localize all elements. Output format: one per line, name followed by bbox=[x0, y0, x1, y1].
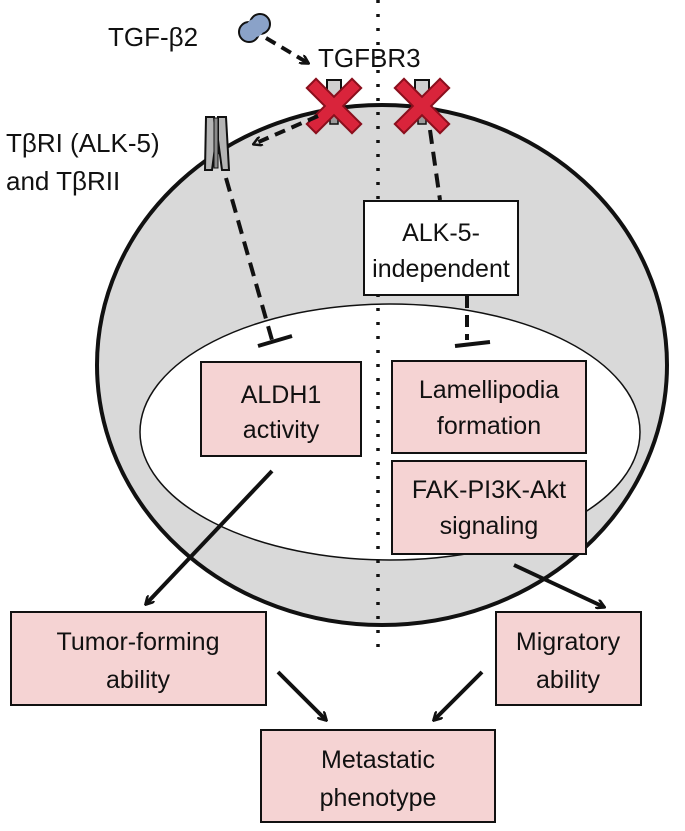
svg-text:ability: ability bbox=[536, 666, 600, 694]
aldh1-to-tumor-arrow bbox=[146, 469, 274, 604]
svg-text:Lamellipodia: Lamellipodia bbox=[419, 376, 559, 404]
lamellipodia-inhibition-bar bbox=[454, 340, 491, 348]
ligand-to-coreceptor-arrow bbox=[264, 36, 308, 63]
receptor-channel-icon bbox=[203, 116, 231, 171]
svg-text:ALDH1: ALDH1 bbox=[241, 381, 322, 409]
svg-text:ALK-5-: ALK-5- bbox=[402, 219, 480, 247]
fak-to-migratory-arrow bbox=[513, 563, 604, 607]
receptor-label-line2: and TβRII bbox=[6, 166, 120, 196]
svg-text:signaling: signaling bbox=[440, 512, 539, 540]
coreceptor-to-alk5-independent-line bbox=[428, 129, 442, 201]
coreceptor-label: TGFBR3 bbox=[318, 43, 421, 73]
tumor-forming-ability-box: Tumor-forming ability bbox=[10, 611, 267, 706]
migratory-ability-box: Migratory ability bbox=[495, 611, 642, 706]
svg-text:ability: ability bbox=[106, 666, 170, 694]
aldh1-inhibition-bar bbox=[257, 334, 293, 348]
fak-pi3k-akt-signaling-box: FAK-PI3K-Akt signaling bbox=[391, 460, 587, 555]
svg-text:Migratory: Migratory bbox=[516, 628, 621, 656]
svg-text:Metastatic: Metastatic bbox=[321, 746, 435, 774]
ligand-molecule-icon bbox=[238, 13, 271, 43]
migratory-to-metastatic-arrow bbox=[434, 670, 484, 720]
tumor-to-metastatic-arrow bbox=[276, 670, 326, 720]
alk5-independent-box: ALK-5- independent bbox=[363, 200, 519, 296]
svg-text:Tumor-forming: Tumor-forming bbox=[57, 628, 220, 656]
red-x-icon bbox=[393, 77, 451, 135]
svg-text:activity: activity bbox=[243, 416, 320, 444]
lamellipodia-formation-box: Lamellipodia formation bbox=[391, 360, 587, 454]
receptor-inhibits-aldh1-line bbox=[224, 177, 274, 341]
svg-text:independent: independent bbox=[372, 255, 510, 283]
coreceptor-to-receptor-arrow bbox=[254, 114, 319, 144]
svg-text:phenotype: phenotype bbox=[320, 784, 437, 812]
svg-text:FAK-PI3K-Akt: FAK-PI3K-Akt bbox=[412, 476, 566, 504]
svg-text:formation: formation bbox=[437, 412, 541, 440]
aldh1-activity-box: ALDH1 activity bbox=[200, 361, 362, 457]
receptor-label-line1: TβRI (ALK-5) bbox=[6, 128, 160, 158]
metastatic-phenotype-box: Metastatic phenotype bbox=[260, 729, 496, 823]
red-x-icon bbox=[305, 77, 363, 135]
ligand-label: TGF-β2 bbox=[108, 22, 198, 52]
